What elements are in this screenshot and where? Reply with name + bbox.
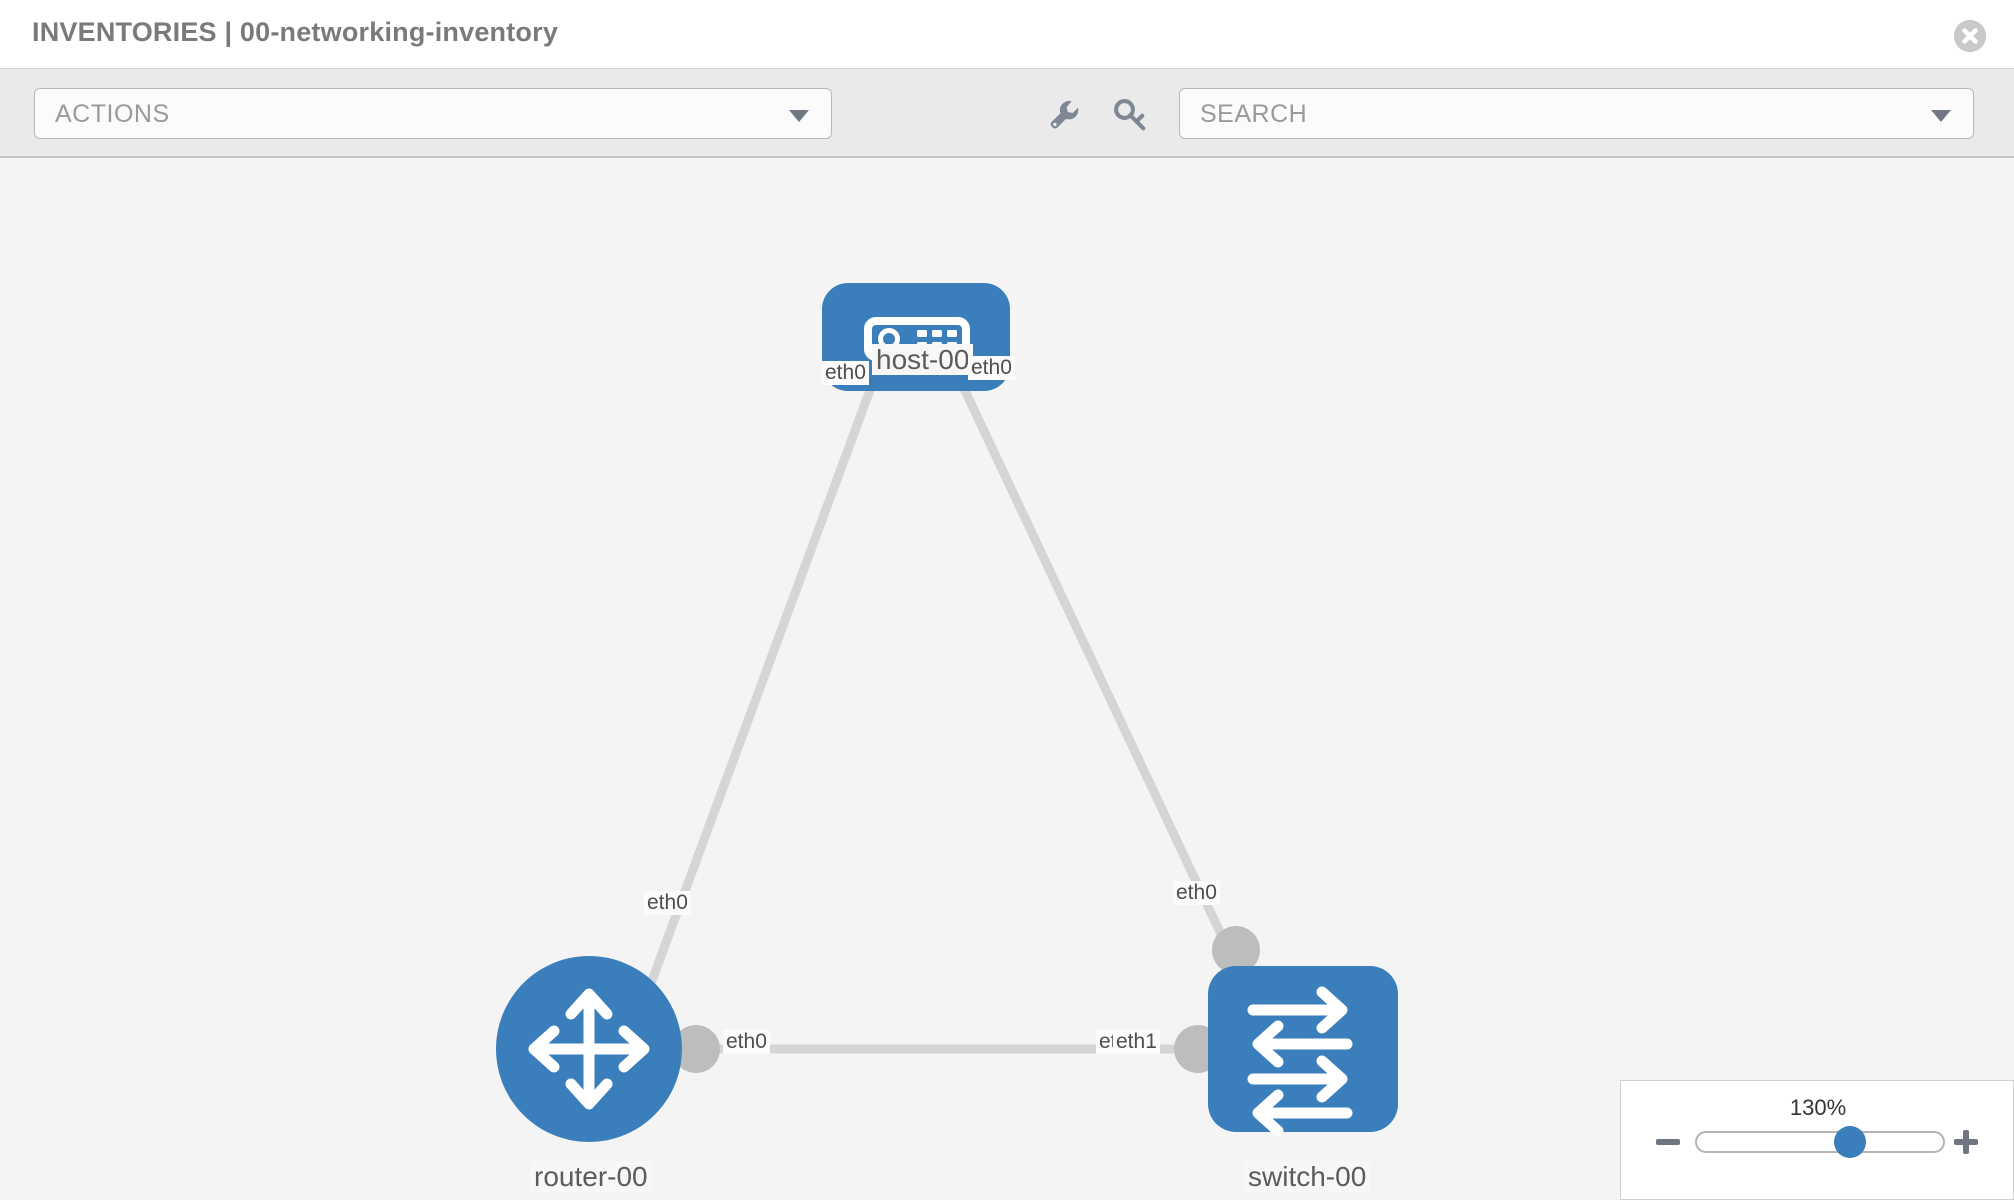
switch-icon bbox=[1247, 986, 1353, 1137]
search-input[interactable]: SEARCH bbox=[1179, 88, 1974, 139]
page-title: INVENTORIES | 00-networking-inventory bbox=[32, 17, 559, 47]
zoom-slider-thumb[interactable] bbox=[1834, 1126, 1866, 1158]
chevron-down-icon bbox=[789, 110, 809, 122]
node-router-00[interactable] bbox=[496, 956, 682, 1142]
actions-dropdown[interactable]: ACTIONS bbox=[34, 88, 832, 139]
zoom-control-panel: 130% bbox=[1620, 1080, 2014, 1200]
page-header: INVENTORIES | 00-networking-inventory bbox=[0, 0, 2014, 69]
router-icon bbox=[528, 988, 650, 1110]
node-label-host-00: host-00 bbox=[872, 344, 974, 376]
toolbar: ACTIONS SEARCH bbox=[0, 69, 2014, 158]
zoom-level-label: 130% bbox=[1789, 1095, 1847, 1120]
node-switch-00[interactable] bbox=[1208, 966, 1398, 1137]
plus-icon[interactable] bbox=[1951, 1127, 1981, 1157]
actions-dropdown-label: ACTIONS bbox=[55, 100, 170, 128]
node-label-switch-00: switch-00 bbox=[1244, 1161, 1371, 1193]
iface-label-router00-eth0: eth0 bbox=[723, 1030, 770, 1055]
close-icon[interactable] bbox=[1954, 20, 1986, 52]
chevron-down-icon[interactable] bbox=[1931, 110, 1951, 122]
topology-links bbox=[635, 361, 1255, 1054]
link-host00-router00[interactable] bbox=[635, 361, 885, 1015]
iface-label-host00-eth0-right: eth0 bbox=[968, 356, 1015, 381]
iface-label-switch00-eth0-uplink: eth0 bbox=[1173, 881, 1220, 906]
zoom-slider[interactable] bbox=[1695, 1131, 1945, 1153]
iface-label-switch00-eth1: eth1 bbox=[1113, 1030, 1160, 1055]
interface-dots bbox=[672, 330, 1260, 1073]
iface-label-host00-eth0-left: eth0 bbox=[822, 361, 869, 386]
key-icon[interactable] bbox=[1112, 97, 1148, 133]
minus-icon[interactable] bbox=[1653, 1127, 1683, 1157]
topology-canvas[interactable]: host-00 router-00 switch-00 eth0 eth0 et… bbox=[0, 158, 2014, 1200]
node-label-router-00: router-00 bbox=[530, 1161, 652, 1193]
iface-label-router00-eth0-uplink: eth0 bbox=[644, 891, 691, 916]
search-placeholder: SEARCH bbox=[1200, 100, 1308, 128]
wrench-icon[interactable] bbox=[1046, 97, 1082, 133]
interface-dot-switch00-eth0[interactable] bbox=[1212, 926, 1260, 974]
topology-graph bbox=[496, 283, 1398, 1142]
interface-dot-router00-eth0[interactable] bbox=[672, 1025, 720, 1073]
